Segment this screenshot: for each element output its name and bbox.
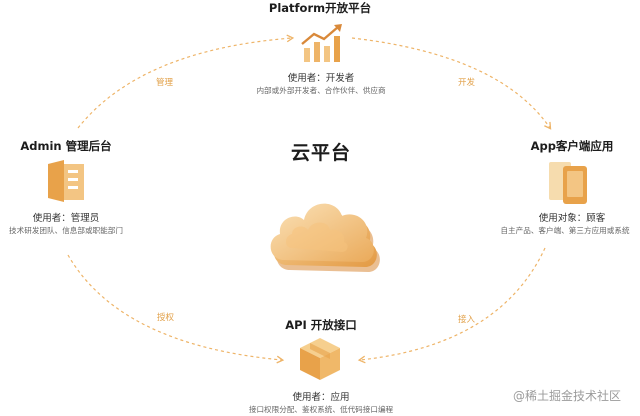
- api-user: 使用者：应用: [292, 389, 349, 403]
- cube-icon: [295, 334, 345, 384]
- growth-chart-icon: [298, 22, 348, 64]
- watermark: @稀土掘金技术社区: [513, 387, 621, 404]
- platform-title: Platform开放平台: [269, 0, 371, 16]
- mobile-app-icon: [545, 158, 593, 206]
- api-desc: 接口权限分配、鉴权系统、低代码接口编程: [249, 404, 393, 415]
- cloud-title: 云平台: [291, 138, 351, 165]
- arc-label-manage: 管理: [156, 76, 173, 88]
- platform-user: 使用者：开发者: [288, 70, 355, 84]
- admin-user: 使用者：管理员: [33, 210, 100, 224]
- app-title: App客户端应用: [531, 138, 614, 154]
- arc-label-access: 接入: [458, 313, 475, 325]
- api-title: API 开放接口: [285, 317, 357, 333]
- arc-admin-to-api: [68, 255, 282, 360]
- platform-desc: 内部或外部开发者、合作伙伴、供应商: [256, 85, 385, 96]
- app-user: 使用对象：顾客: [539, 210, 606, 224]
- arc-app-to-api: [360, 248, 545, 360]
- arc-label-develop: 开发: [458, 76, 475, 88]
- admin-title: Admin 管理后台: [20, 138, 111, 154]
- arc-platform-to-app: [352, 38, 550, 128]
- admin-desc: 技术研发团队、信息部或职能部门: [9, 225, 123, 236]
- cloud-icon: [262, 168, 382, 280]
- arc-label-authorize: 授权: [157, 311, 174, 323]
- app-desc: 自主产品、客户端、第三方应用或系统: [500, 225, 629, 236]
- admin-panel-icon: [44, 158, 92, 204]
- arc-admin-to-platform: [78, 38, 292, 128]
